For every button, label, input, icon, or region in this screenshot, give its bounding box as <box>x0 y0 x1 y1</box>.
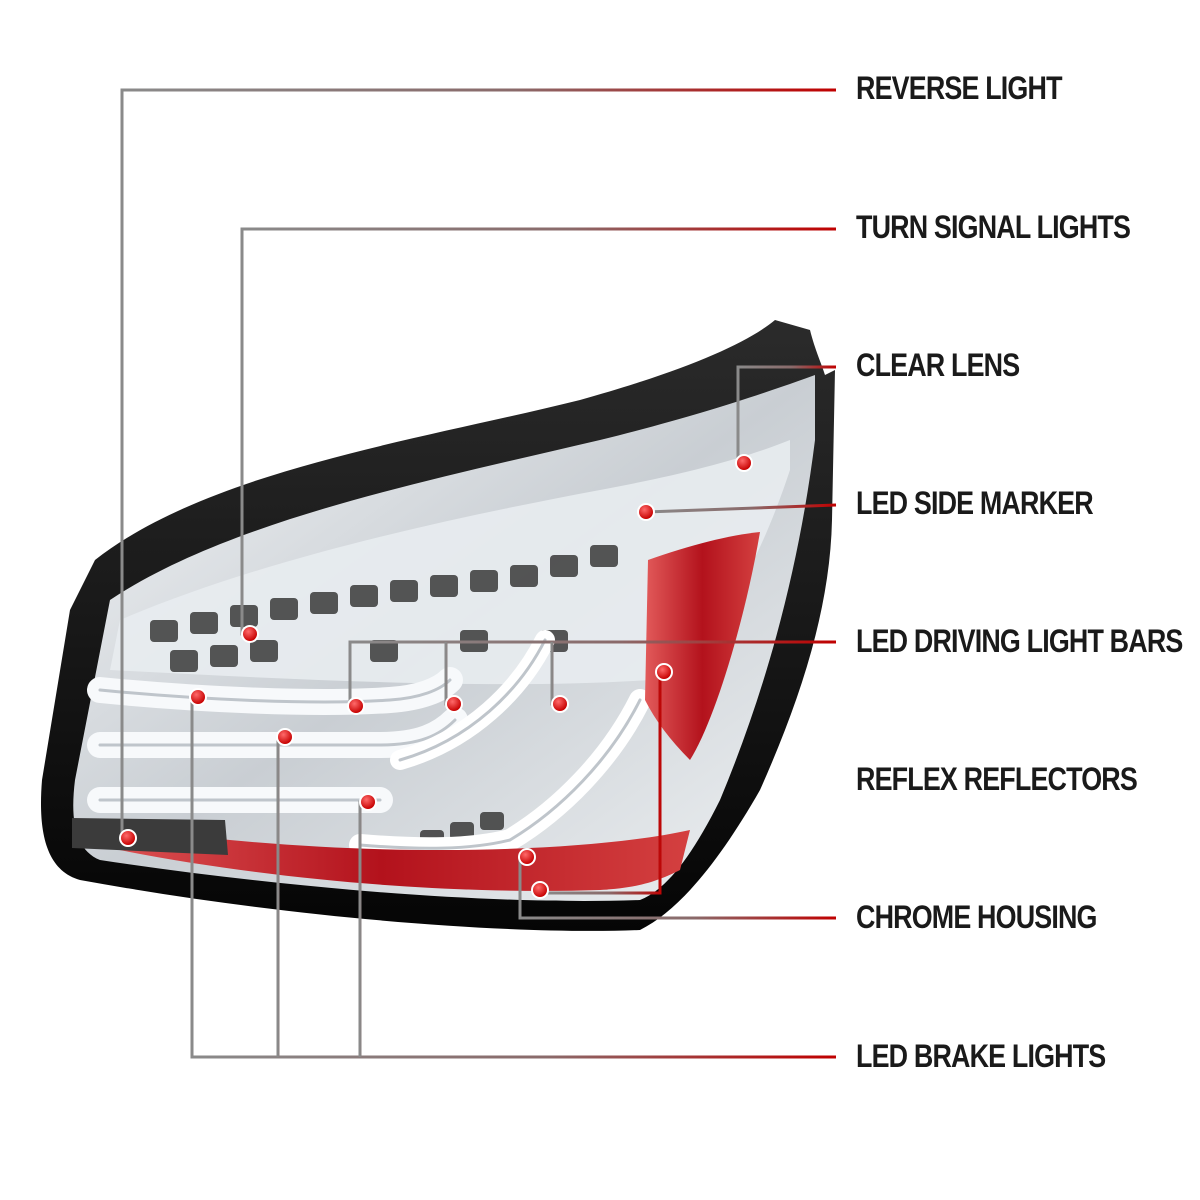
label-reflex-reflectors: REFLEX REFLECTORS <box>856 761 1138 797</box>
marker-brake-light-3 <box>359 793 377 811</box>
label-led-side-marker: LED SIDE MARKER <box>856 485 1094 521</box>
marker-reflex-reflector-lower <box>531 881 549 899</box>
marker-driving-bar-3 <box>551 695 569 713</box>
marker-brake-light-2 <box>276 728 294 746</box>
led-clusters <box>150 545 618 848</box>
label-led-driving-light-bars: LED DRIVING LIGHT BARS <box>856 623 1183 659</box>
led-light-bars <box>87 630 651 860</box>
label-reverse-light: REVERSE LIGHT <box>856 70 1062 106</box>
marker-driving-bar-1 <box>347 697 365 715</box>
marker-turn-signal <box>241 625 259 643</box>
lower-red-lens <box>72 818 690 891</box>
reflex-reflector-side <box>645 532 760 760</box>
label-turn-signal-lights: TURN SIGNAL LIGHTS <box>856 209 1131 245</box>
marker-driving-bar-2 <box>445 695 463 713</box>
label-led-brake-lights: LED BRAKE LIGHTS <box>856 1038 1106 1074</box>
marker-chrome-housing <box>518 848 536 866</box>
marker-reflex-reflector-side <box>655 663 673 681</box>
marker-brake-light-1 <box>189 688 207 706</box>
marker-reverse-light <box>119 829 137 847</box>
label-clear-lens: CLEAR LENS <box>856 347 1020 383</box>
callout-markers <box>119 454 753 899</box>
marker-clear-lens <box>735 454 753 472</box>
label-chrome-housing: CHROME HOUSING <box>856 899 1097 935</box>
marker-led-side-marker <box>637 503 655 521</box>
clear-lens-area <box>110 440 790 848</box>
